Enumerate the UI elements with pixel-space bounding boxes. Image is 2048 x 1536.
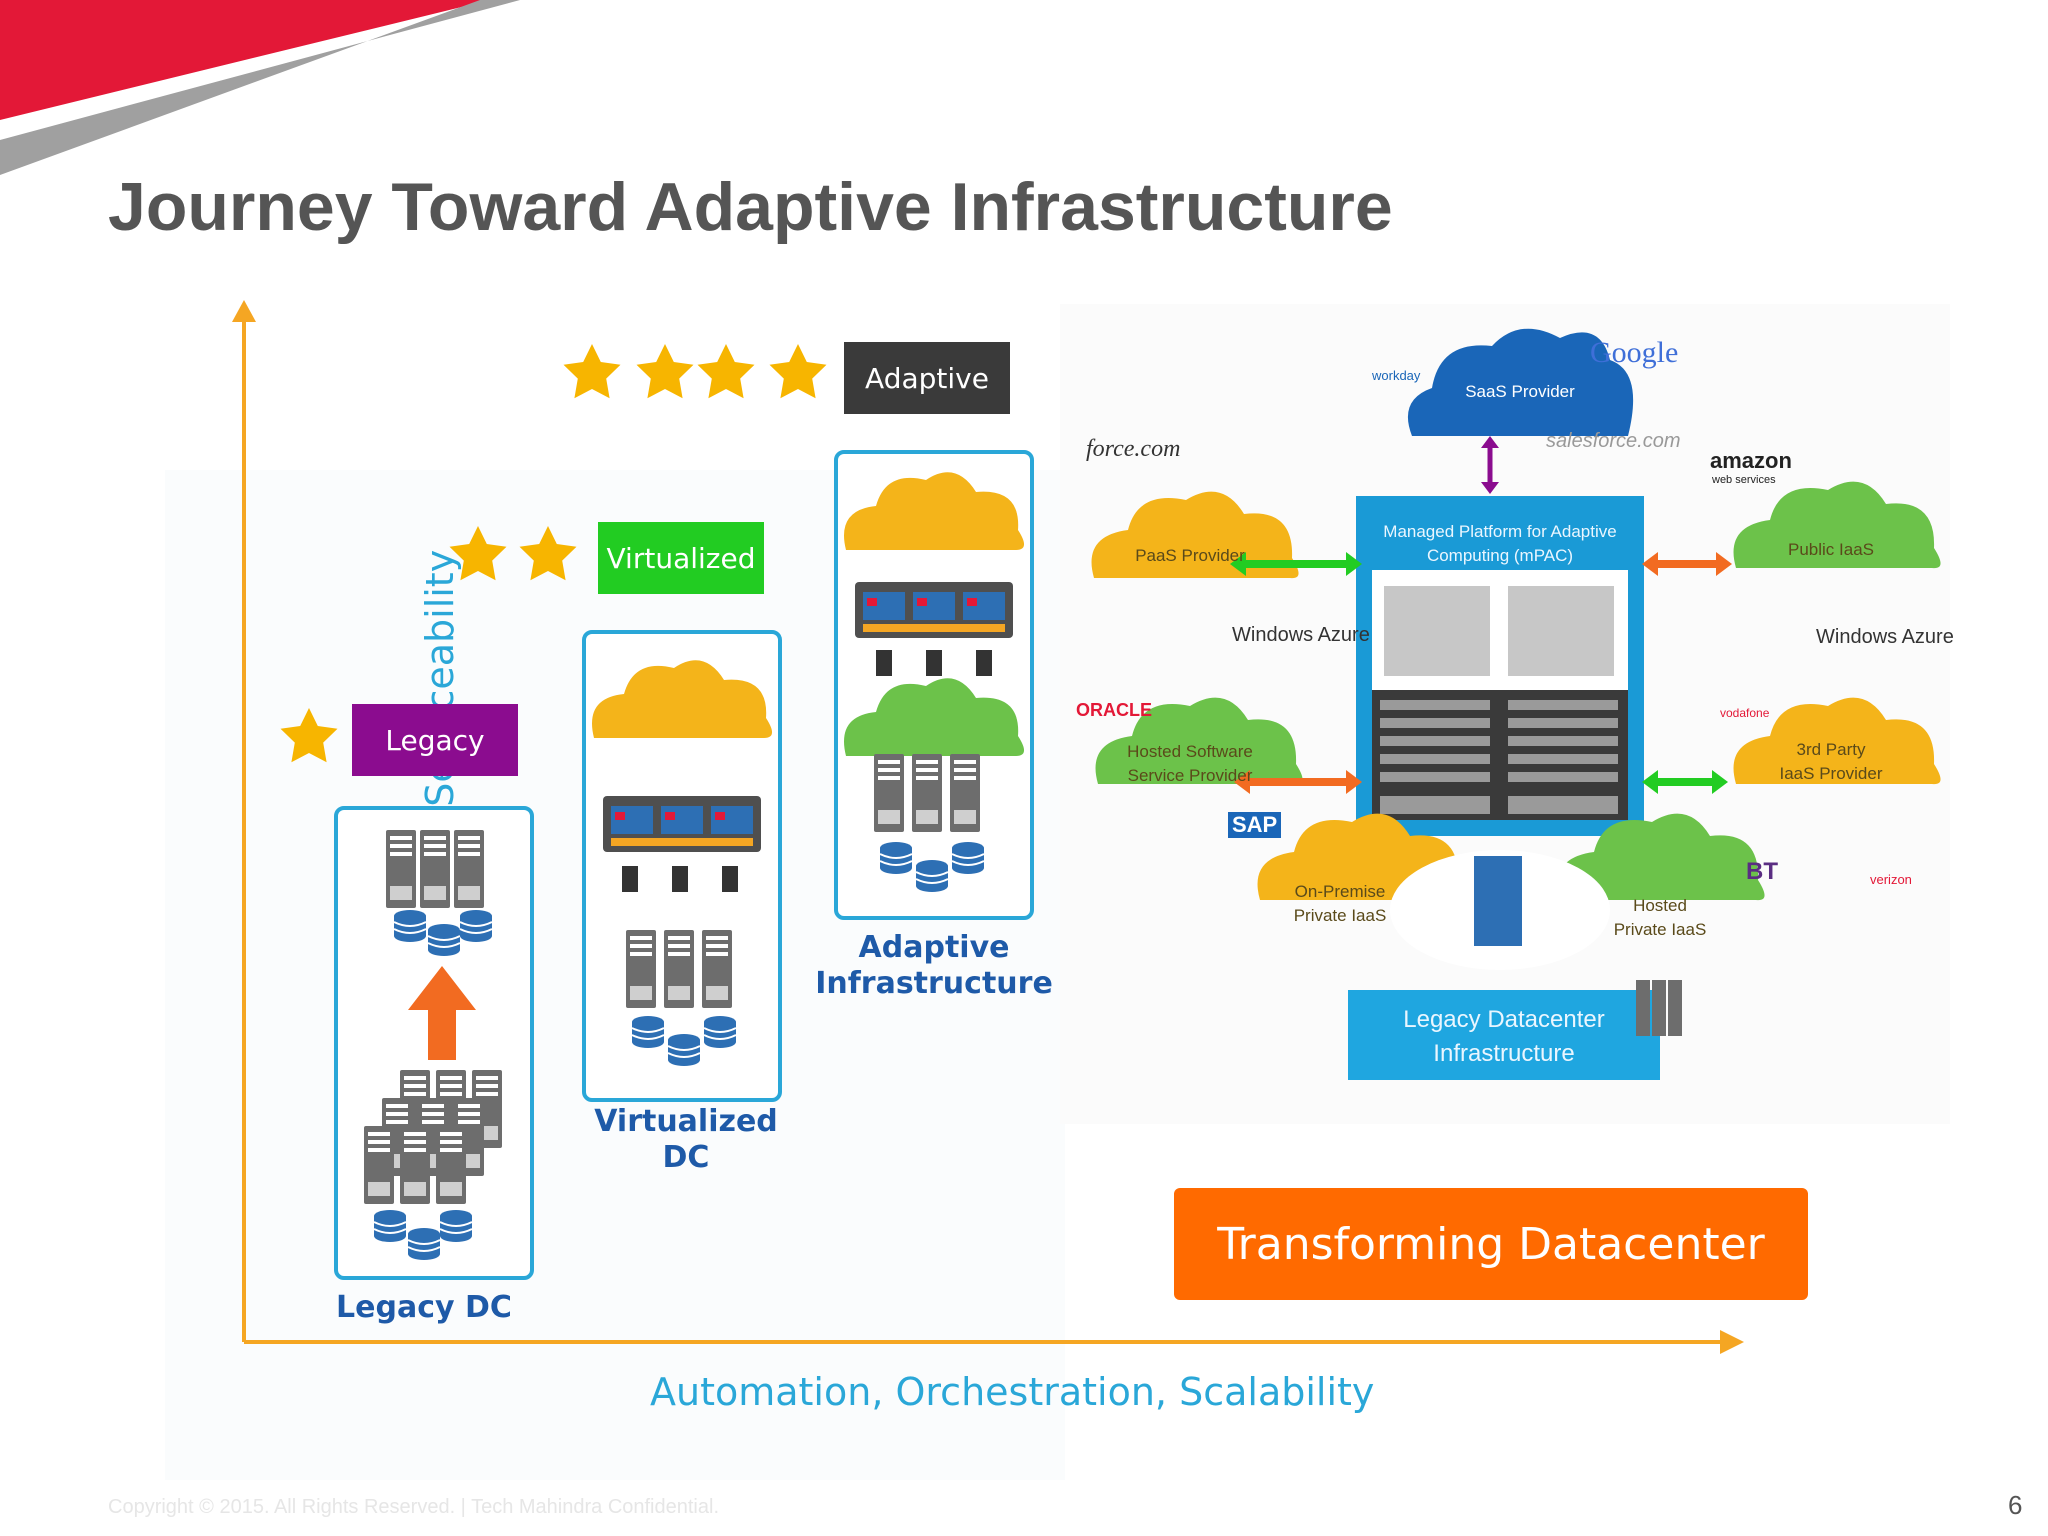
adaptive-badge: Adaptive (844, 342, 1010, 414)
saas-label: SaaS Provider (1465, 382, 1575, 401)
adaptive-rack-icon (855, 582, 1013, 676)
third-party-label-2: IaaS Provider (1779, 764, 1883, 783)
adaptive-infra-label-2: Infrastructure (815, 966, 1053, 1001)
bt-logo: BT (1746, 858, 1778, 885)
building-icon (1474, 856, 1522, 946)
salesforce-logo: salesforce.com (1546, 430, 1681, 452)
legacy-rack-icon (1636, 980, 1682, 1036)
amazon-logo: amazon (1710, 448, 1792, 473)
google-logo: Google (1590, 336, 1679, 369)
paas-label: PaaS Provider (1135, 546, 1245, 565)
page-title: Journey Toward Adaptive Infrastructure (108, 169, 1393, 245)
hosted-private-label-1: Hosted (1633, 896, 1687, 915)
copyright-footer: Copyright © 2015. All Rights Reserved. |… (108, 1496, 719, 1518)
virtualized-dc-label: Virtualized DC (594, 1104, 778, 1175)
legacy-badge: Legacy (352, 704, 518, 776)
adaptive-infra-label-1: Adaptive (858, 930, 1010, 965)
platform-title-1: Managed Platform for Adaptive (1383, 522, 1617, 541)
legacy-datacenter-label-1: Legacy Datacenter (1403, 1006, 1605, 1033)
saas-cloud-icon (1407, 328, 1634, 436)
page-number: 6 (2008, 1490, 2023, 1520)
onprem-label-2: Private IaaS (1293, 906, 1387, 925)
oracle-logo: ORACLE (1076, 700, 1152, 720)
legacy-datacenter-box (1348, 990, 1660, 1080)
verizon-logo: verizon (1870, 872, 1912, 887)
platform-title-2: Computing (mPAC) (1426, 546, 1574, 565)
onprem-label-1: On-Premise (1294, 882, 1386, 901)
x-axis-label: Automation, Orchestration, Scalability (650, 1370, 1375, 1414)
virtualized-rack-icon (603, 796, 761, 892)
hosted-software-label-1: Hosted Software (1127, 742, 1253, 761)
hosted-software-label-2: Service Provider (1127, 766, 1253, 785)
amazon-sub-logo: web services (1712, 474, 1776, 486)
transforming-datacenter-banner: Transforming Datacenter (1174, 1188, 1808, 1300)
public-iaas-label: Public IaaS (1788, 540, 1874, 559)
windows-azure-right-logo: Windows Azure (1816, 626, 1954, 648)
force-logo: force.com (1086, 436, 1181, 462)
corner-decoration (0, 0, 520, 175)
third-party-label-1: 3rd Party (1796, 740, 1866, 759)
legacy-dc-label: Legacy DC (336, 1290, 512, 1325)
legacy-datacenter-label-2: Infrastructure (1433, 1040, 1575, 1067)
vodafone-logo: vodafone (1720, 706, 1770, 720)
virtualized-badge: Virtualized (598, 522, 764, 594)
hosted-private-label-2: Private IaaS (1613, 920, 1707, 939)
upgrade-arrow-icon (408, 966, 476, 1060)
arrows (1230, 552, 1732, 794)
windows-azure-left-logo: Windows Azure (1232, 624, 1370, 646)
workday-logo: workday (1372, 368, 1421, 383)
sap-logo: SAP (1228, 812, 1282, 838)
